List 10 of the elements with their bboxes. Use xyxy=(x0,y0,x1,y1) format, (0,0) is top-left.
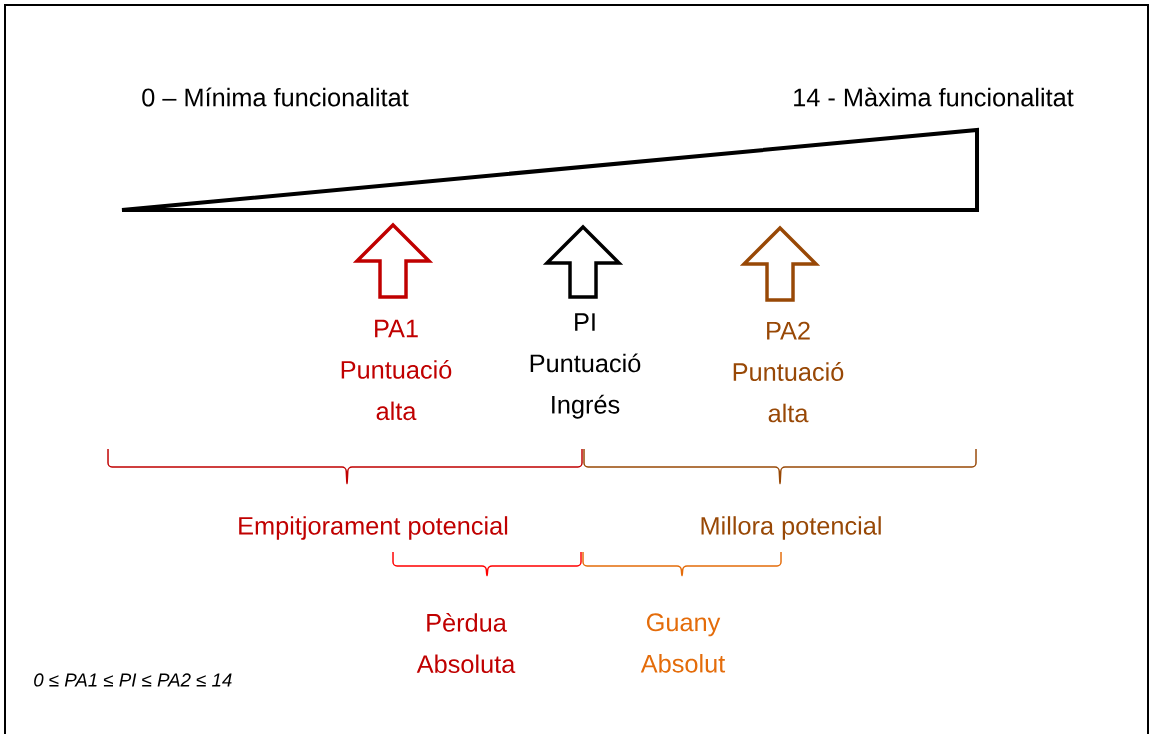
scale-label: 14 - Màxima funcionalitat xyxy=(794,87,1074,107)
score-label: PI Puntuació Ingrés xyxy=(530,313,641,419)
brace-label: Empitjorament potencial xyxy=(239,516,508,540)
brace-label: Pèrdua Absoluta xyxy=(416,612,516,674)
score-label: PA2 Puntuació alta xyxy=(733,321,844,423)
score-label: PA1 Puntuació alta xyxy=(341,319,452,421)
inequality-note: 0 ≤ PA1 ≤ PI ≤ PA2 ≤ 14 xyxy=(34,673,232,687)
scale-label: 0 – Mínima funcionalitat xyxy=(142,87,409,107)
brace-label: Guany Absolut xyxy=(640,613,726,673)
brace-label: Millora potencial xyxy=(701,516,881,540)
